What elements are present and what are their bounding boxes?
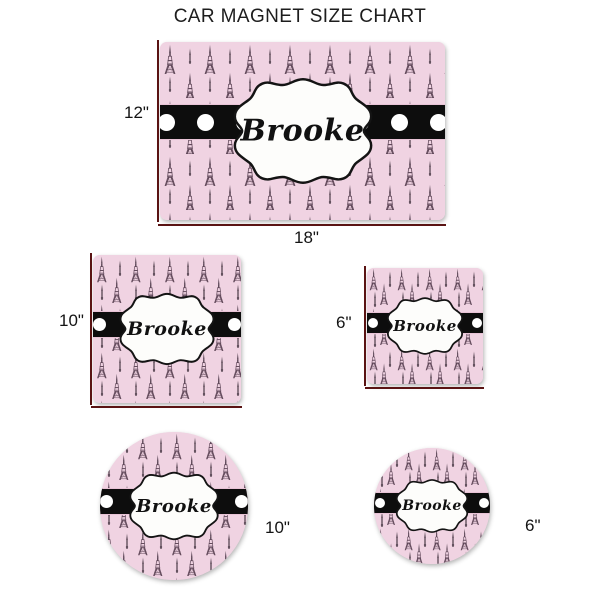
band-dot	[100, 495, 114, 508]
ornate-frame-icon	[129, 471, 219, 541]
page-title: CAR MAGNET SIZE CHART	[173, 6, 427, 27]
width-ruler-large	[158, 224, 446, 226]
ornate-name-label: Brooke	[118, 290, 217, 368]
magnet-large-circle[interactable]: Brooke	[100, 432, 248, 580]
dimension-large-circle: 10"	[265, 518, 290, 537]
ornate-frame-icon	[119, 292, 215, 366]
ornate-name-label: Brooke	[230, 74, 375, 189]
magnet-name-text: Brooke	[240, 113, 365, 149]
height-ruler-small-square	[364, 266, 366, 386]
band-dot	[429, 113, 445, 131]
magnet-medium-square[interactable]: Brooke	[93, 255, 241, 403]
magnet-name-text: Brooke	[127, 318, 207, 340]
band-dot	[374, 498, 385, 508]
baseline-ruler-medium-square	[91, 406, 242, 408]
ornate-frame-icon	[386, 297, 464, 355]
magnet-small-square[interactable]: Brooke	[367, 268, 483, 384]
magnet-name-text: Brooke	[402, 498, 462, 514]
band-dot	[234, 495, 248, 508]
band-dot	[160, 113, 176, 131]
baseline-ruler-small-square	[365, 387, 484, 389]
magnet-name-text: Brooke	[136, 495, 212, 517]
dimension-small-circle: 6"	[525, 516, 541, 535]
band-dot	[93, 318, 107, 331]
band-dot	[479, 498, 490, 508]
band-dot	[197, 113, 215, 131]
band-dot	[390, 113, 408, 131]
dimension-small-square: 6"	[336, 313, 352, 332]
dimension-medium-square: 10"	[59, 311, 84, 330]
ornate-name-label: Brooke	[386, 295, 465, 357]
band-dot	[472, 318, 483, 328]
dimension-height-large: 12"	[124, 103, 149, 122]
dimension-width-large: 18"	[294, 228, 319, 247]
ornate-frame-icon	[233, 78, 372, 184]
magnet-large-rectangle[interactable]: Brooke	[160, 42, 445, 220]
ornate-name-label: Brooke	[395, 477, 470, 535]
ornate-frame-icon	[395, 479, 469, 533]
band-dot	[367, 318, 378, 328]
height-ruler-medium-square	[90, 253, 92, 405]
height-ruler-large	[157, 40, 159, 222]
magnet-name-text: Brooke	[393, 317, 457, 335]
band-dot	[227, 318, 241, 331]
ornate-name-label: Brooke	[128, 469, 221, 543]
magnet-small-circle[interactable]: Brooke	[374, 448, 490, 564]
